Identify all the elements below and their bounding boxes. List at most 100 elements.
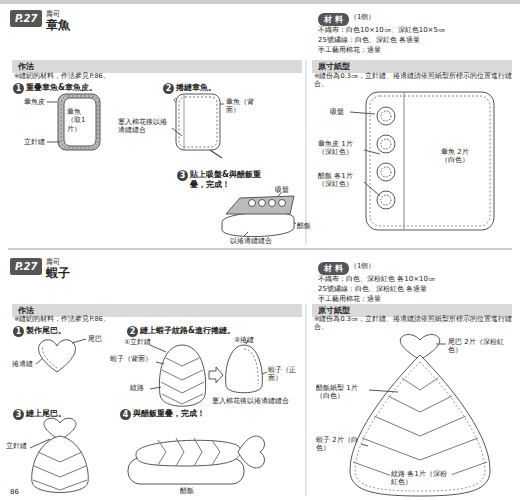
illustration-stroke — [353, 462, 487, 486]
illustration-stroke — [159, 345, 205, 406]
pattern-label: 章魚 2片（白色） — [440, 148, 482, 165]
illustration-stroke — [366, 92, 494, 230]
illustration-stroke — [238, 436, 265, 468]
illustration-stroke — [306, 60, 307, 245]
illustration-stroke — [156, 362, 164, 364]
pattern-label: 章魚皮 1片（深紅色） — [318, 140, 362, 157]
part-label: 塞入棉花後以捲邊縫縫合 — [118, 118, 170, 135]
node-text: 原寸紙型 — [318, 62, 350, 71]
illustration-stroke — [150, 345, 166, 352]
illustration-stroke — [350, 355, 490, 496]
illustration-stroke — [176, 94, 220, 150]
illustration-stroke — [244, 349, 258, 384]
part-label: ②捲縫 — [234, 336, 254, 344]
illustration-stroke — [158, 438, 220, 466]
pattern-label: 醋飯 各1片（深紅色） — [318, 172, 362, 189]
illustration-stroke — [259, 200, 266, 207]
illustration-stroke — [381, 195, 391, 205]
illustration-stroke — [377, 107, 395, 125]
illustration-stroke — [42, 346, 57, 368]
part-label: 章魚（背面） — [226, 98, 260, 115]
materials-tag: 材 料 — [318, 13, 349, 26]
illustration-stroke — [361, 444, 368, 446]
illustration-stroke — [306, 304, 307, 496]
illustration-stroke — [220, 104, 224, 105]
node-text: P.27 — [15, 261, 37, 272]
node-text: 作法 — [18, 62, 34, 71]
node-text: 作法 — [18, 306, 34, 315]
illustration-stroke — [172, 128, 182, 136]
illustration-stroke — [32, 436, 89, 493]
step-text: 重疊章魚&章魚皮。 — [26, 83, 97, 93]
illustration-stroke — [162, 370, 203, 380]
part-label: 醋飯 — [297, 222, 311, 230]
illustration-stroke — [61, 96, 98, 148]
note: ※縫紉的材料，作法參見P.86。 — [14, 316, 294, 324]
node-text: 原寸紙型 — [318, 306, 350, 315]
header-title: 蝦子 — [46, 266, 70, 280]
part-label: 蝦子（背面） — [110, 355, 154, 363]
node-text: 1 — [16, 84, 22, 93]
step-text: 與醋飯重疊，完成！ — [133, 409, 205, 419]
part-label: 章魚（取1片） — [67, 108, 93, 133]
note: ※縫份為0.3㎝，立針縫、捲邊縫請依照紙型所標示的位置進行縫合。 — [314, 73, 512, 89]
illustration-stroke — [209, 367, 223, 383]
illustration-stroke — [388, 396, 452, 412]
part-label: 尾巴 — [88, 335, 102, 343]
illustration-stroke — [166, 358, 199, 366]
illustration-stroke — [226, 345, 263, 393]
illustration-stroke — [33, 452, 87, 490]
illustration-stroke — [30, 439, 50, 448]
illustration-stroke — [350, 112, 375, 114]
part-label: 立針縫 — [24, 138, 45, 146]
part-label: 章魚皮 — [24, 98, 45, 106]
illustration-stroke — [158, 440, 166, 465]
step-text: 製作尾巴。 — [26, 326, 66, 336]
step-text: 捲縫章魚。 — [176, 83, 216, 93]
illustration-stroke — [194, 438, 202, 466]
illustration-stroke — [64, 98, 96, 146]
illustration-stroke — [34, 466, 86, 477]
node-text: 1 — [16, 327, 22, 336]
illustration-stroke — [8, 249, 512, 250]
pattern-label: 蝦子 2片（白色） — [316, 436, 360, 453]
illustration-stroke — [279, 200, 286, 207]
illustration-stroke — [226, 196, 294, 214]
node-text: 3 — [180, 171, 186, 180]
material-line: 25號繡線：白色、深粉紅色 各適量 — [318, 285, 516, 293]
note: ※縫份為0.3㎝，立針縫、捲邊縫請依照紙型所標示的位置進行縫合。 — [314, 316, 512, 332]
illustration-stroke — [362, 438, 478, 460]
step-number: 2 — [163, 83, 174, 94]
illustration-stroke — [162, 394, 203, 404]
illustration-stroke — [353, 378, 487, 486]
header-title: 章魚 — [46, 18, 70, 32]
illustration-stroke — [136, 440, 240, 466]
illustration-stroke — [33, 480, 87, 490]
illustration-stroke — [377, 135, 395, 153]
illustration-stroke — [381, 167, 391, 177]
pattern-label: 尾巴 2片（深粉紅色） — [448, 338, 510, 355]
step-number: 4 — [120, 409, 131, 420]
materials-tag: 材 料 — [318, 262, 349, 275]
node-text: 材 料 — [324, 264, 343, 273]
step-text: 縫上蝦子紋路&進行捲縫。 — [140, 326, 235, 336]
section-bar: 原寸紙型 — [312, 60, 512, 73]
illustration-stroke — [176, 438, 184, 466]
illustration-stroke — [0, 0, 520, 4]
material-line: 手工藝用棉花：適量 — [318, 295, 516, 303]
illustration-stroke — [294, 222, 296, 224]
illustration-stroke — [210, 150, 222, 158]
illustration-stroke — [161, 382, 204, 393]
illustration-stroke — [355, 362, 485, 491]
illustration-stroke — [38, 452, 82, 462]
step-number: 3 — [177, 170, 188, 181]
illustration-stroke — [179, 97, 217, 147]
illustration-stroke — [404, 92, 405, 230]
quantity: （1個） — [350, 262, 375, 270]
illustration-stroke — [184, 94, 185, 150]
illustration-stroke — [402, 378, 438, 390]
header-sub: 壽司 — [46, 258, 60, 266]
part-label: 立針縫 — [6, 442, 27, 450]
illustration-stroke — [377, 191, 395, 209]
illustration-stroke — [381, 139, 391, 149]
